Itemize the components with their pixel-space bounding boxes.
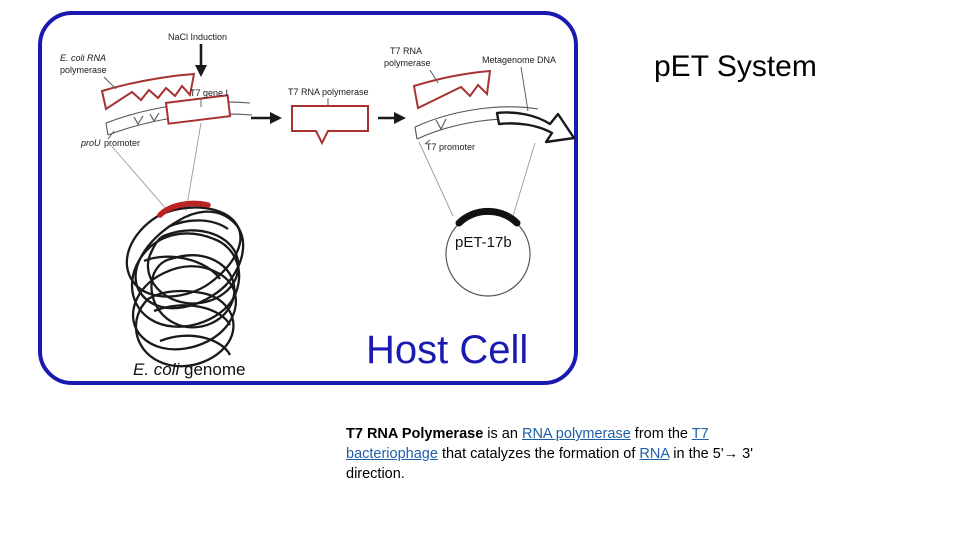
ecoli-genome-caption-italic: E. coli [133,360,180,379]
caption-text-4: that catalyzes the formation of [437,446,640,462]
link-bacteriophage[interactable]: bacteriophage [346,446,438,462]
nacl-induction-arrow [195,44,207,77]
caption-bold-lead: T7 RNA Polymerase [346,426,484,442]
t7-gene-label: T7 gene I [190,88,228,98]
ecoli-genome-tangle [125,200,245,368]
process-arrow-1 [251,112,282,124]
leader-lines-plasmid [418,141,536,217]
link-t7[interactable]: T7 [691,426,709,442]
host-cell-title: Host Cell [366,328,529,372]
center-t7-rna-pol-label: T7 RNA polymerase [288,87,369,97]
t7-promoter-label: T7 promoter [426,142,475,152]
link-rna-polymerase[interactable]: RNA polymerase [521,426,631,442]
prou-promoter-label: proU promoter [80,138,140,148]
center-t7-rna-polymerase [291,105,369,146]
ecoli-genome-caption: E. coli genome [133,360,245,380]
caption-text-1: is an [483,426,522,442]
leader-lines-genome [107,122,202,212]
nacl-induction-label: NaCl Induction [168,32,227,42]
process-arrow-2 [378,112,406,124]
plasmid-pet17b [445,207,531,297]
right-construct [412,69,576,144]
caption-text: T7 RNA Polymerase is an RNA polymerase f… [346,424,756,484]
svg-text:proU: proU [80,138,101,148]
svg-text:promoter: promoter [104,138,140,148]
caption-text-5: in the 5'→ 3' direction. [346,446,753,482]
plasmid-name-label: pET-17b [455,234,512,251]
ecoli-rna-pol-label-line1: E. coli RNA [60,53,106,63]
left-construct [100,72,253,136]
right-t7-rna-pol-label-line1: T7 RNA [390,46,422,56]
ecoli-genome-caption-rest: genome [179,360,246,379]
page-title: pET System [654,50,817,83]
metagenome-dna-label: Metagenome DNA [482,55,556,65]
ecoli-rna-pol-label-line2: polymerase [60,65,107,75]
caption-text-2: from the [630,426,692,442]
link-rna[interactable]: RNA [639,446,670,462]
right-t7-rna-pol-label-line2: polymerase [384,58,431,68]
pet-system-schematic: E. coli RNA polymerase NaCl Induction T7… [60,32,576,368]
